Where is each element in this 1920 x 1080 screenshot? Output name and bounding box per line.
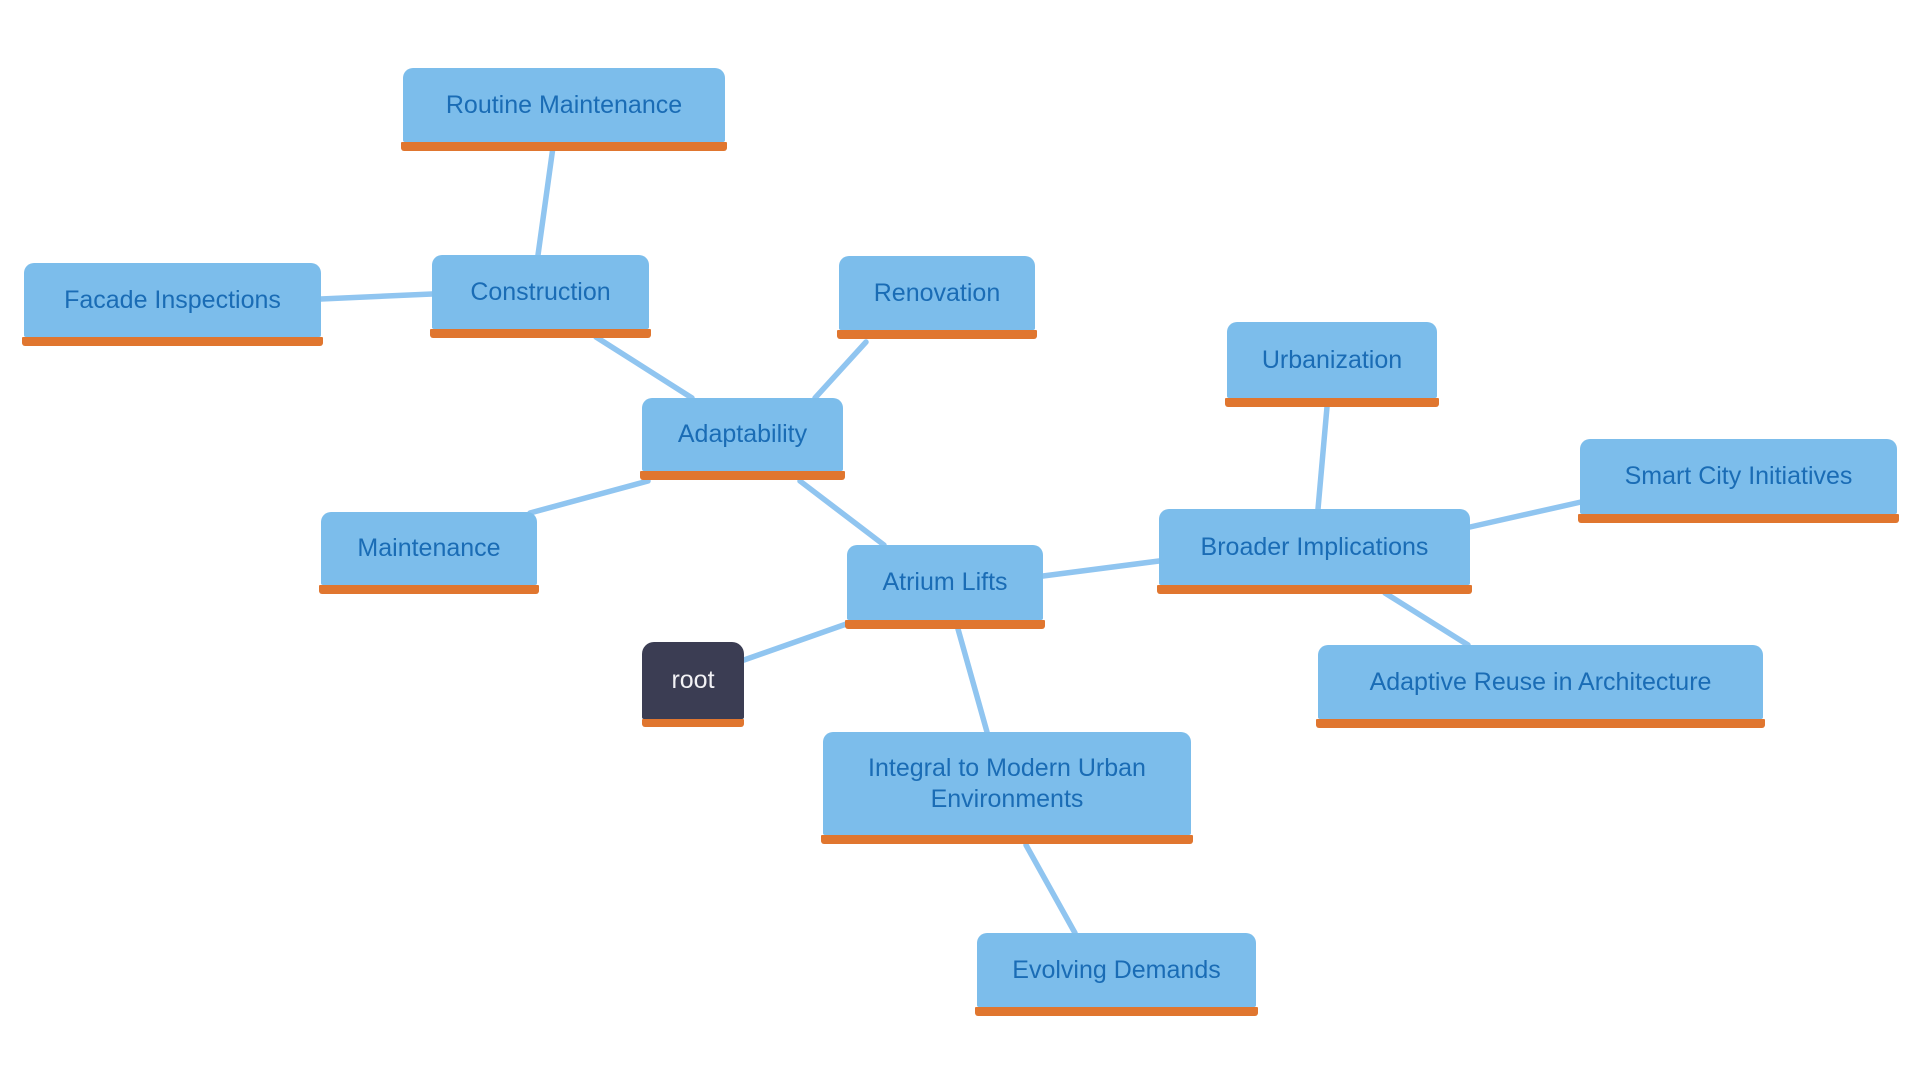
node-routine-maintenance[interactable]: Routine Maintenance [401,68,727,151]
edge-construction-routine-maintenance [535,144,556,258]
edge-atrium-lifts-broader-implications [1040,558,1162,579]
node-urbanization[interactable]: Urbanization [1225,322,1439,407]
node-label-smart-city-initiatives: Smart City Initiatives [1624,462,1853,490]
edge-broader-implications-adaptive-reuse [1382,590,1471,648]
node-root[interactable]: root [642,642,744,727]
edge-atrium-lifts-integral-environments [955,626,990,735]
node-label-adaptive-reuse: Adaptive Reuse in Architecture [1369,667,1712,696]
node-integral-environments[interactable]: Integral to Modern Urban Environments [821,732,1193,844]
node-smart-city-initiatives[interactable]: Smart City Initiatives [1578,439,1899,523]
node-label-evolving-demands: Evolving Demands [1012,955,1221,984]
edge-adaptability-renovation [812,339,869,401]
edge-broader-implications-urbanization [1315,404,1330,512]
node-label-adaptability: Adaptability [677,420,808,448]
node-label-broader-implications: Broader Implications [1200,532,1429,561]
node-label-routine-maintenance: Routine Maintenance [445,90,683,119]
node-atrium-lifts[interactable]: Atrium Lifts [845,545,1045,629]
node-label-maintenance: Maintenance [357,534,501,562]
edge-adaptability-maintenance [527,478,651,516]
node-label-root: root [671,666,715,694]
node-maintenance[interactable]: Maintenance [319,512,539,594]
node-facade-inspections[interactable]: Facade Inspections [22,263,323,346]
edge-atrium-lifts-adaptability [797,478,887,548]
node-label-facade-inspections: Facade Inspections [64,285,281,314]
node-construction[interactable]: Construction [430,255,651,338]
node-label-integral-environments: Integral to Modern Urban Environments [868,753,1146,813]
edge-construction-facade-inspections [318,291,435,302]
edge-adaptability-construction [593,334,695,401]
edge-root-atrium-lifts [741,619,855,663]
node-label-urbanization: Urbanization [1261,345,1403,374]
node-label-renovation: Renovation [873,278,1001,307]
node-evolving-demands[interactable]: Evolving Demands [975,933,1258,1016]
node-broader-implications[interactable]: Broader Implications [1157,509,1472,594]
node-label-construction: Construction [470,277,611,306]
node-renovation[interactable]: Renovation [837,256,1037,339]
edge-integral-environments-evolving-demands [1023,842,1078,936]
node-adaptability[interactable]: Adaptability [640,398,845,480]
edge-broader-implications-smart-city-initiatives [1467,499,1584,530]
node-label-atrium-lifts: Atrium Lifts [882,568,1008,596]
node-adaptive-reuse[interactable]: Adaptive Reuse in Architecture [1316,645,1765,728]
